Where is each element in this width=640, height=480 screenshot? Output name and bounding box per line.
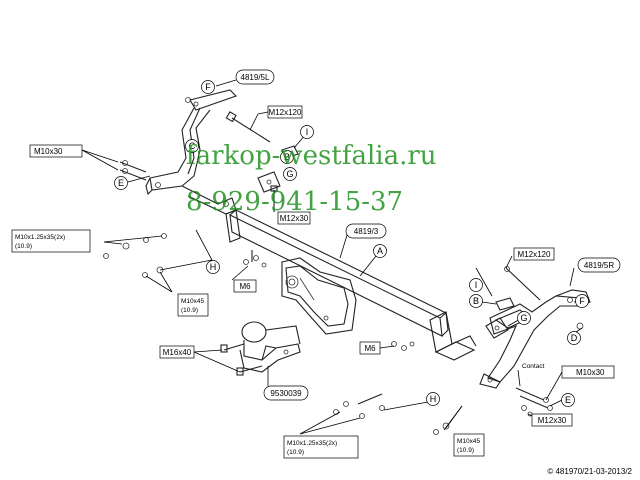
svg-text:M12x120: M12x120 [518,250,551,259]
part-labels: 4819/5L M12x120 M10x30 M12x30 M10x1.25x3… [11,69,621,459]
svg-text:(10.9): (10.9) [287,449,304,456]
svg-text:(10.9): (10.9) [457,447,474,454]
svg-text:M10x1.25x35(2x): M10x1.25x35(2x) [15,234,65,241]
label-4819-5l: 4819/5L [235,69,275,85]
svg-text:C: C [189,141,196,151]
svg-text:G: G [286,169,293,179]
svg-text:M10x30: M10x30 [34,147,63,156]
callout-b-right: B [469,294,483,308]
callout-e-right: E [561,393,575,407]
svg-text:M6: M6 [364,344,376,353]
watermark-phone: 8-929-941-15-37 [186,187,403,217]
callout-letters: F I C B G E H A I B F G D E H [114,80,589,407]
callout-g-right: G [517,311,531,325]
label-m6-left: M6 [233,279,257,293]
svg-text:I: I [306,127,309,137]
svg-text:M12x120: M12x120 [269,108,302,117]
svg-text:E: E [565,395,571,405]
svg-text:4819/3: 4819/3 [354,227,379,236]
label-m10x30-left: M10x30 [29,144,83,158]
svg-text:A: A [377,246,383,256]
svg-text:M6: M6 [239,282,251,291]
svg-text:9530039: 9530039 [270,389,302,398]
label-m10x30-right: M10x30 [561,365,615,379]
callout-i-right: I [469,278,483,292]
label-m12x30-right: M12x30 [531,413,573,427]
copyright-note: © 481970/21-03-2013/2 [547,467,632,476]
label-m10x1-25-left: M10x1.25x35(2x) (10.9) [11,229,91,253]
svg-text:M12x30: M12x30 [538,416,567,425]
svg-text:B: B [473,296,479,306]
svg-text:G: G [520,313,527,323]
svg-text:M16x40: M16x40 [163,348,192,357]
svg-text:M10x30: M10x30 [576,368,605,377]
svg-text:E: E [118,178,124,188]
small-bracket-right [485,317,509,339]
label-4819-5r: 4819/5R [577,257,621,273]
watermark: farkop-westfalia.ru 8-929-941-15-37 [186,141,437,217]
svg-text:4819/5L: 4819/5L [241,73,270,82]
label-m6-center: M6 [359,341,381,355]
label-m10x45-bottom: M10x45 (10.9) [453,433,485,457]
fasteners [103,97,584,435]
svg-text:M10x1.25x35(2x): M10x1.25x35(2x) [287,440,337,447]
svg-text:M12x30: M12x30 [280,214,309,223]
svg-text:H: H [430,394,437,404]
callout-d: D [567,331,581,345]
label-m12x120-top: M12x120 [267,105,303,119]
svg-text:M10x45: M10x45 [457,438,481,445]
small-bracket-left [257,171,281,193]
label-contact: Contact [522,363,545,370]
svg-text:F: F [579,296,585,306]
label-m10x1-25-bottom: M10x1.25x35(2x) (10.9) [283,435,359,459]
callout-f-left: F [201,80,215,94]
svg-text:D: D [571,333,578,343]
callout-e-left: E [114,176,128,190]
svg-text:I: I [475,280,478,290]
label-4819-3: 4819/3 [345,223,387,239]
svg-text:4819/5R: 4819/5R [584,261,614,270]
svg-text:F: F [205,82,211,92]
callout-b-left: B [280,150,294,164]
svg-text:M10x45: M10x45 [181,298,205,305]
callout-h-left: H [206,260,220,274]
label-m12x30-center: M12x30 [277,211,311,225]
callout-f-right: F [575,294,589,308]
svg-text:H: H [210,262,217,272]
label-m16x40: M16x40 [159,345,195,359]
callout-g-left: G [283,167,297,181]
callout-a: A [373,244,387,258]
callout-h-bottom: H [426,392,440,406]
label-m10x45-left: M10x45 (10.9) [177,293,209,317]
watermark-site: farkop-westfalia.ru [186,141,437,171]
svg-text:(10.9): (10.9) [181,307,198,314]
callout-i-left: I [300,125,314,139]
cross-bar [225,209,477,361]
svg-text:Contact: Contact [522,363,545,370]
label-m12x120-right: M12x120 [513,247,555,261]
svg-text:(10.9): (10.9) [15,243,32,250]
svg-text:B: B [284,152,290,162]
tow-ball [239,321,301,373]
label-9530039: 9530039 [263,385,309,401]
callout-c: C [185,139,199,153]
